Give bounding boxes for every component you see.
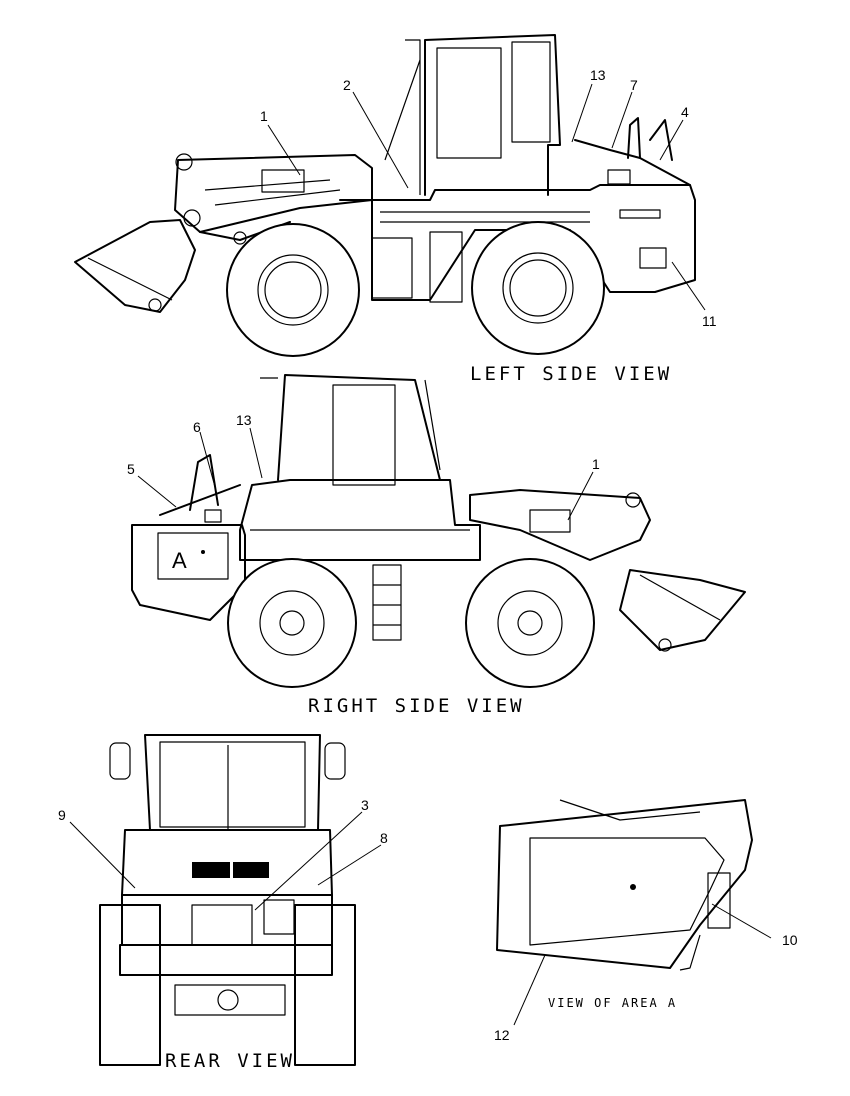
callout-8: 8: [380, 830, 388, 846]
loader-left-drawing: [74, 34, 696, 357]
callout-5: 5: [127, 461, 135, 477]
left-side-view-title: LEFT SIDE VIEW: [470, 363, 672, 385]
callout-2: 2: [343, 77, 351, 93]
callout-1: 1: [260, 108, 268, 124]
rear-callout-leaders: [69, 811, 382, 911]
loader-right-drawing: [131, 374, 746, 688]
callout-11: 11: [702, 313, 717, 329]
callout-12: 12: [494, 1027, 510, 1043]
area-a-view: 10 12 VIEW OF AREA A: [494, 799, 798, 1043]
right-callout-leaders: [137, 427, 594, 521]
rear-view: 9 3 8 REAR VIEW: [58, 734, 388, 1072]
right-side-view: 6 13 5 1 A RIGHT SIDE VIEW: [127, 374, 746, 717]
right-side-view-title: RIGHT SIDE VIEW: [308, 695, 525, 717]
callout-6: 6: [193, 419, 201, 435]
area-a-callout-leaders: [513, 903, 772, 1026]
left-side-view: 1 2 13 7 4 11 LEFT SIDE VIEW: [74, 34, 717, 385]
callout-4: 4: [681, 104, 689, 120]
callout-13: 13: [590, 67, 606, 83]
left-callout-leaders: [267, 83, 706, 311]
callout-13-right: 13: [236, 412, 252, 428]
callout-9: 9: [58, 807, 66, 823]
callout-3: 3: [361, 797, 369, 813]
rear-view-title: REAR VIEW: [165, 1050, 295, 1072]
callout-1-right: 1: [592, 456, 600, 472]
view-of-area-a-title: VIEW OF AREA A: [548, 996, 677, 1010]
area-a-drawing: [496, 799, 753, 971]
loader-rear-drawing: [99, 734, 356, 1066]
callout-10: 10: [782, 932, 798, 948]
area-a-marker: A: [172, 548, 187, 573]
callout-7: 7: [630, 77, 638, 93]
